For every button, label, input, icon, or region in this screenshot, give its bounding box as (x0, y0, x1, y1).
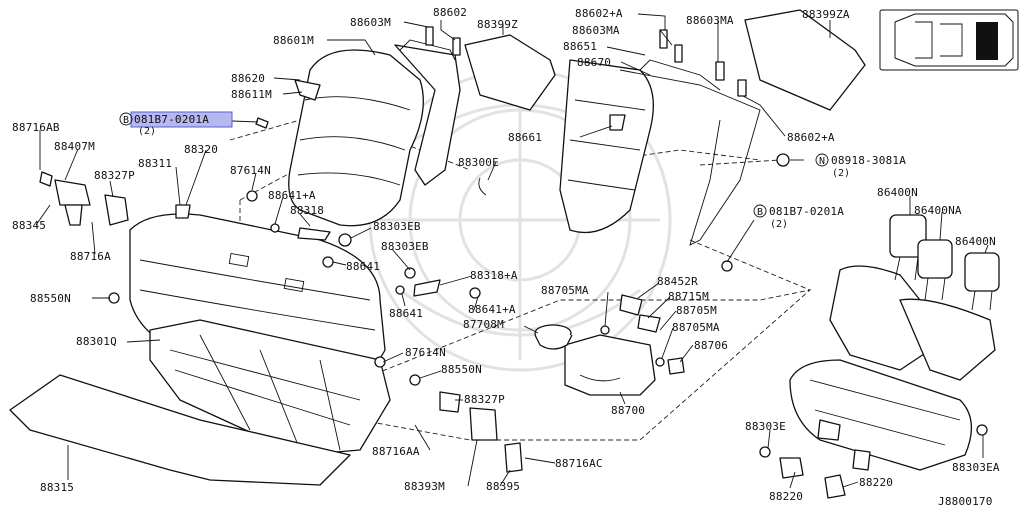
leader-lines (35, 13, 989, 489)
car-top-view-icon (879, 9, 1019, 71)
center-armrest (534, 324, 656, 396)
label-88393m[interactable]: 88393M (404, 480, 445, 493)
label-88641-1[interactable]: 88641 (346, 260, 380, 273)
label-88303eb-1[interactable]: 88303EB (373, 220, 421, 233)
label-87614n-2[interactable]: 87614N (405, 346, 446, 359)
label-88303eb-2[interactable]: 88303EB (381, 240, 429, 253)
trim-panels (464, 9, 866, 111)
label-88641-2[interactable]: 88641 (389, 307, 423, 320)
label-86400n-2[interactable]: 86400N (955, 235, 996, 248)
label-88603m[interactable]: 88603M (350, 16, 391, 29)
label-88705ma-top[interactable]: 88705MA (541, 284, 589, 297)
label-88602[interactable]: 88602 (433, 6, 467, 19)
label-86400n-1[interactable]: 86400N (877, 186, 918, 199)
label-88715m[interactable]: 88715M (668, 290, 709, 303)
label-88620[interactable]: 88620 (231, 72, 265, 85)
floor-mat (9, 374, 351, 486)
label-88320[interactable]: 88320 (184, 143, 218, 156)
label-88220-2[interactable]: 88220 (859, 476, 893, 489)
label-88300e[interactable]: 88300E (458, 156, 499, 169)
label-88399za[interactable]: 88399ZA (802, 8, 850, 21)
part-labels: 88603M 88602 88399Z 88601M 88620 88611M … (12, 6, 1000, 508)
label-86400na[interactable]: 86400NA (914, 204, 962, 217)
label-081b7-0201a-left[interactable]: 081B7-0201A (134, 113, 209, 126)
label-081b7-left-qty: (2) (138, 126, 156, 137)
fastener-hardware (39, 26, 988, 499)
complete-seat-assembly (789, 214, 1000, 471)
label-88716ab[interactable]: 88716AB (12, 121, 60, 134)
label-88399z[interactable]: 88399Z (477, 18, 518, 31)
label-88611m[interactable]: 88611M (231, 88, 272, 101)
highlighted-part-box (130, 111, 233, 128)
label-88603ma-1[interactable]: 88603MA (572, 24, 620, 37)
label-88303e[interactable]: 88303E (745, 420, 786, 433)
label-88661[interactable]: 88661 (508, 131, 542, 144)
right-seatback (559, 59, 761, 246)
label-88716a[interactable]: 88716A (70, 250, 111, 263)
label-87614n-top[interactable]: 87614N (230, 164, 271, 177)
label-87708m[interactable]: 87708M (463, 318, 504, 331)
label-88601m[interactable]: 88601M (273, 34, 314, 47)
label-081b7-right-qty: (2) (770, 219, 788, 230)
label-88641a-2[interactable]: 88641+A (468, 303, 516, 316)
label-88220-1[interactable]: 88220 (769, 490, 803, 503)
circled-prefix-markers: B N B (119, 112, 829, 218)
label-88670[interactable]: 88670 (577, 56, 611, 69)
circle-n: N (819, 156, 825, 167)
label-88327p-top[interactable]: 88327P (94, 169, 135, 182)
circle-b-left: B (123, 115, 129, 126)
label-88407m[interactable]: 88407M (54, 140, 95, 153)
left-seat-frame (149, 319, 391, 456)
label-08918-qty: (2) (832, 168, 850, 179)
label-88705m[interactable]: 88705M (676, 304, 717, 317)
label-88311[interactable]: 88311 (138, 157, 172, 170)
label-88550n-2[interactable]: 88550N (441, 363, 482, 376)
label-88318[interactable]: 88318 (290, 204, 324, 217)
label-88602a-top[interactable]: 88602+A (575, 7, 623, 20)
label-88705ma-2[interactable]: 88705MA (672, 321, 720, 334)
label-88651[interactable]: 88651 (563, 40, 597, 53)
label-88452r[interactable]: 88452R (657, 275, 698, 288)
label-88395[interactable]: 88395 (486, 480, 520, 493)
label-08918-3081a[interactable]: 08918-3081A (831, 154, 906, 167)
left-seatback (288, 39, 461, 227)
label-88706[interactable]: 88706 (694, 339, 728, 352)
label-88603ma-2[interactable]: 88603MA (686, 14, 734, 27)
label-88345[interactable]: 88345 (12, 219, 46, 232)
label-88641a-top[interactable]: 88641+A (268, 189, 316, 202)
label-88303ea[interactable]: 88303EA (952, 461, 1000, 474)
label-88550n-left[interactable]: 88550N (30, 292, 71, 305)
label-88301q[interactable]: 88301Q (76, 335, 117, 348)
label-88716ac[interactable]: 88716AC (555, 457, 603, 470)
label-88318a[interactable]: 88318+A (470, 269, 518, 282)
label-88602a-2[interactable]: 88602+A (787, 131, 835, 144)
label-88700[interactable]: 88700 (611, 404, 645, 417)
label-081b7-0201a-right[interactable]: 081B7-0201A (769, 205, 844, 218)
diagram-code: J8800170 (938, 495, 993, 508)
label-88315[interactable]: 88315 (40, 481, 74, 494)
label-88716aa[interactable]: 88716AA (372, 445, 420, 458)
circle-b-right: B (757, 207, 763, 218)
label-88327p-2[interactable]: 88327P (464, 393, 505, 406)
